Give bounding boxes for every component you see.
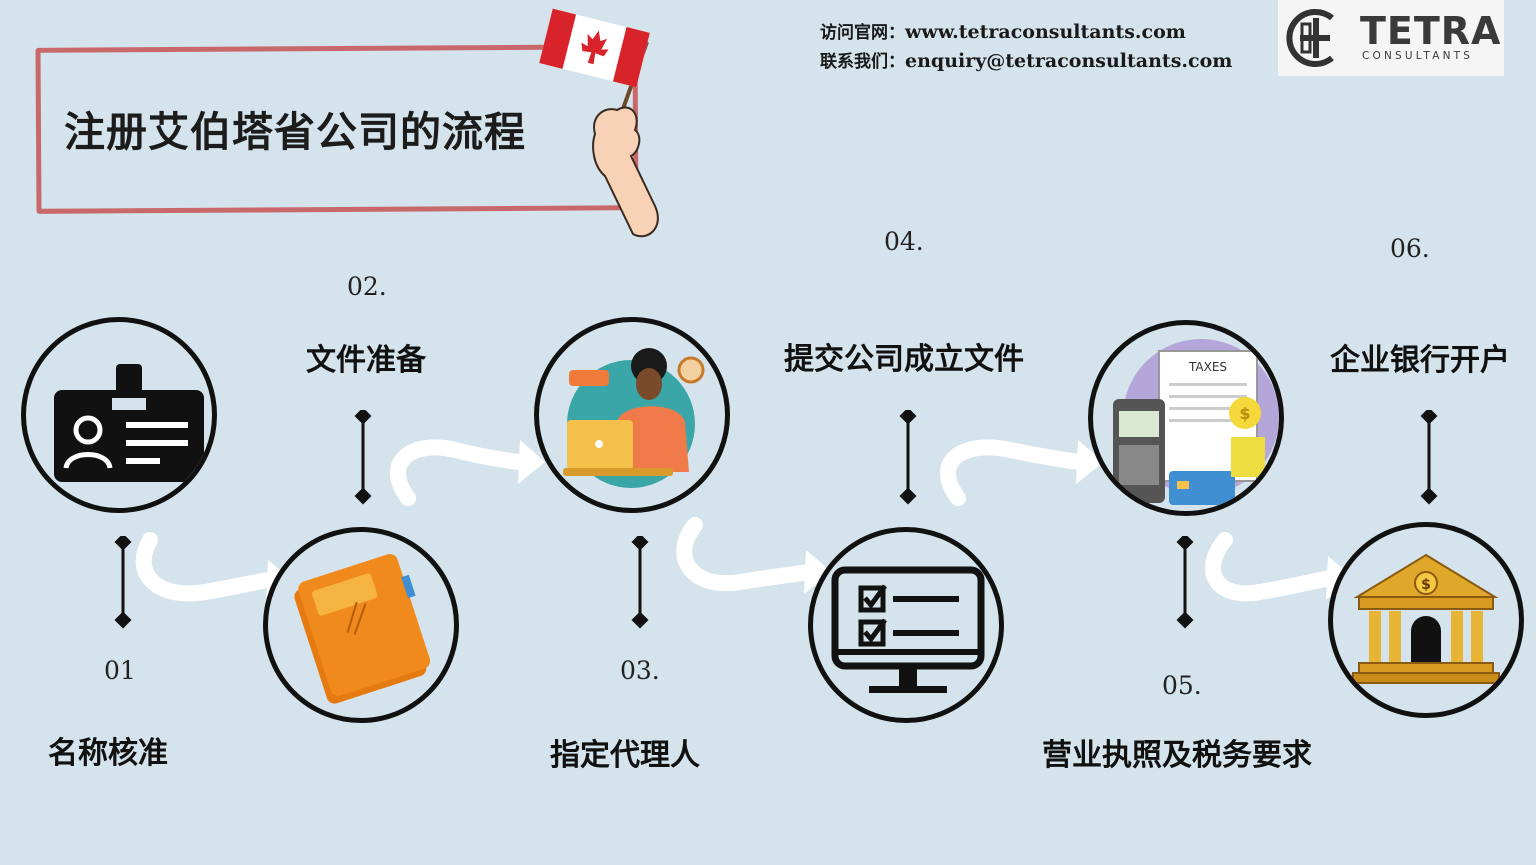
- agent-at-laptop-icon: [563, 348, 705, 488]
- coin-dollar-text: $: [1239, 404, 1250, 423]
- step-04-connector: [899, 410, 917, 505]
- step-02-circle: [263, 527, 459, 723]
- step-06-circle: $: [1328, 522, 1524, 718]
- bank-icon: $: [1352, 553, 1500, 684]
- logo-wordmark: TETRA: [1360, 9, 1502, 53]
- step-03-number: 03.: [620, 656, 660, 685]
- step-03-connector: [631, 536, 649, 629]
- step-05-label: 营业执照及税务要求: [1042, 738, 1312, 773]
- email-line: 联系我们：enquiry@tetraconsultants.com: [820, 47, 1232, 72]
- logo-tagline: CONSULTANTS: [1362, 50, 1474, 62]
- step-01-circle: [21, 317, 217, 513]
- email-label: 联系我们：: [820, 52, 905, 72]
- step-02-label: 文件准备: [306, 343, 426, 378]
- folder-icon: [294, 553, 431, 704]
- id-card-icon: [54, 364, 204, 482]
- step-06-number: 06.: [1390, 234, 1430, 263]
- step-01-label: 名称核准: [48, 736, 168, 771]
- step-04-number: 04.: [884, 227, 924, 256]
- step-05-number: 05.: [1162, 671, 1202, 700]
- website-link[interactable]: www.tetraconsultants.com: [905, 21, 1186, 43]
- step-06-label: 企业银行开户: [1330, 343, 1510, 378]
- taxes-text: TAXES: [1188, 360, 1227, 374]
- step-06-connector: [1420, 410, 1438, 505]
- step-05-circle: TAXES $: [1088, 320, 1284, 516]
- step-03-circle: [534, 317, 730, 513]
- website-line: 访问官网：www.tetraconsultants.com: [820, 18, 1186, 43]
- tetra-logo-mark-icon: [1286, 9, 1334, 67]
- tetra-logo: TETRA CONSULTANTS: [1278, 0, 1504, 76]
- taxes-icon: TAXES $: [1113, 339, 1279, 505]
- step-03-label: 指定代理人: [550, 738, 700, 773]
- step-01-connector: [114, 536, 132, 629]
- step-02-number: 02.: [347, 272, 387, 301]
- checklist-monitor-icon: [831, 566, 985, 693]
- page-title: 注册艾伯塔省公司的流程: [64, 108, 526, 156]
- email-link[interactable]: enquiry@tetraconsultants.com: [905, 50, 1233, 72]
- bank-dollar-text: $: [1421, 577, 1431, 593]
- step-01-number: 01: [104, 656, 136, 685]
- canada-flag-in-hand-icon: [539, 8, 659, 238]
- step-04-circle: [808, 527, 1004, 723]
- step-05-connector: [1176, 536, 1194, 629]
- website-label: 访问官网：: [820, 23, 905, 43]
- step-04-label: 提交公司成立文件: [784, 342, 1024, 377]
- step-02-connector: [354, 410, 372, 505]
